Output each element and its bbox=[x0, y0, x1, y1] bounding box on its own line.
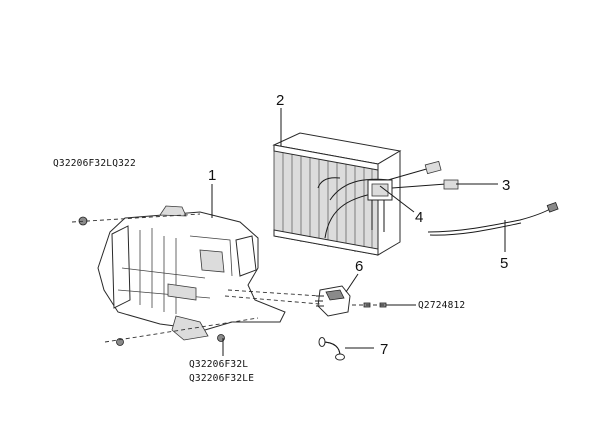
callout-1: 1 bbox=[208, 167, 216, 184]
pipe-fittings bbox=[387, 160, 459, 190]
callout-5: 5 bbox=[500, 255, 508, 272]
callout-7: 7 bbox=[380, 341, 388, 358]
temperature-sensor bbox=[427, 201, 559, 236]
expansion-valve bbox=[367, 179, 393, 232]
callout-3: 3 bbox=[502, 177, 510, 194]
drain-hose bbox=[318, 337, 345, 361]
partno-bottom-line1: Q32206F32L bbox=[189, 359, 248, 370]
evaporator-core bbox=[272, 132, 402, 256]
callout-2: 2 bbox=[276, 92, 284, 109]
callout-4: 4 bbox=[415, 209, 423, 226]
blower-resistor bbox=[315, 285, 351, 317]
leader-lines bbox=[211, 108, 506, 356]
blower-housing bbox=[97, 205, 286, 341]
callout-6: 6 bbox=[355, 258, 363, 275]
partno-top-left: Q32206F32LQ322 bbox=[53, 158, 136, 169]
assembly-guide-lines bbox=[71, 213, 390, 343]
nut-top-left bbox=[78, 216, 88, 226]
nut-bottom-left bbox=[116, 338, 124, 346]
partno-bottom-line2: Q32206F32LE bbox=[189, 373, 254, 384]
partno-right: Q2724812 bbox=[418, 300, 465, 311]
